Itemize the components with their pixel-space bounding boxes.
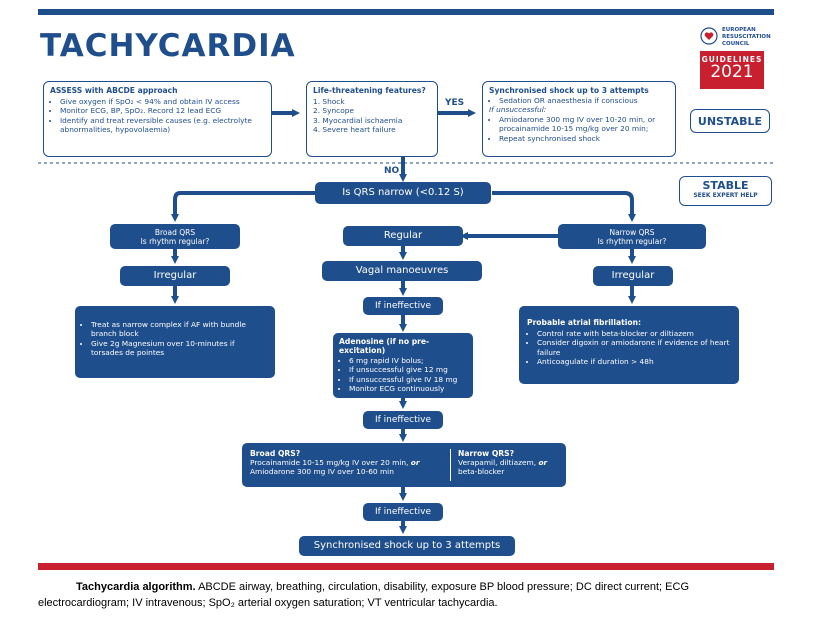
broad-qrs-line2: Is rhythm regular? [140,236,210,246]
adenosine-item: Monitor ECG continuously [349,384,467,393]
logo-org-line-2: RESUSCITATION [722,34,771,40]
final-narrow-heading: Narrow QRS? [458,449,515,458]
af-item: Consider digoxin or amiodarone if eviden… [537,338,731,357]
af-item: Control rate with beta-blocker or diltia… [537,329,731,338]
assess-box: ASSESS with ABCDE approach Give oxygen i… [43,81,272,157]
regular-box: Regular [343,226,463,246]
shock-item: Repeat synchronised shock [499,134,669,143]
if-ineffective-box: If ineffective [363,411,443,429]
stable-badge: STABLE SEEK EXPERT HELP [679,176,772,206]
top-bar [38,9,774,15]
vagal-box: Vagal manoeuvres [322,261,482,281]
shock-box: Synchronised shock up to 3 attempts Seda… [482,81,676,157]
heart-lungs-icon [700,27,718,45]
feature-item: 3. Myocardial ischaemia [313,115,403,125]
narrow-qrs-box: Narrow QRS Is rhythm regular? [558,224,706,249]
caption-text: ABCDE airway, breathing, circulation, di… [38,581,689,609]
final-broad-line1: Procainamide 10-15 mg/kg IV over 20 min, [250,458,409,467]
no-label: NO [384,166,400,176]
broad-qrs-box: Broad QRS Is rhythm regular? [110,224,240,249]
feature-item: 2. Syncope [313,106,354,116]
shock-heading: Synchronised shock up to 3 attempts [489,86,649,95]
shock-item: Amiodarone 300 mg IV over 10-20 min, or … [499,115,669,134]
logo-guidelines-badge: GUIDELINES 2021 [700,51,764,89]
logo-org-line-1: EUROPEAN [722,27,756,33]
caption-title: Tachycardia algorithm. [76,581,196,593]
final-broad-heading: Broad QRS? [250,449,301,458]
final-narrow-line2: beta-blocker [458,467,505,477]
qrs-narrow-box: Is QRS narrow (<0.12 S) [315,182,491,204]
page-title: TACHYCARDIA [40,28,296,64]
af-item: Anticoagulate if duration > 48h [537,357,731,366]
broad-qrs-line1: Broad QRS [154,227,196,237]
feature-item: 4. Severe heart failure [313,125,396,135]
caption: Tachycardia algorithm. ABCDE airway, bre… [38,580,778,612]
final-broad: Broad QRS? Procainamide 10-15 mg/kg IV o… [250,449,450,477]
life-threatening-box: Life-threatening features? 1. Shock 2. S… [306,81,438,157]
assess-item: Identify and treat reversible causes (e.… [60,116,265,135]
flow-arrows [38,109,776,534]
unstable-badge: UNSTABLE [690,109,770,133]
adenosine-heading: Adenosine (if no pre-excitation) [339,337,430,355]
final-narrow-or: or [538,458,548,467]
assess-item: Monitor ECG, BP, SpO₂. Record 12 lead EC… [60,106,265,115]
final-broad-line2: Amiodarone 300 mg IV over 10-60 min [250,467,394,477]
adenosine-box: Adenosine (if no pre-excitation) 6 mg ra… [333,333,473,398]
logo-year: 2021 [710,62,754,82]
final-divider [450,449,451,481]
life-threatening-heading: Life-threatening features? [313,86,426,95]
assess-item: Give oxygen if SpO₂ < 94% and obtain IV … [60,97,265,106]
irregular-left-box: Irregular [120,266,230,286]
irregular-right-box: Irregular [593,266,673,286]
adenosine-item: If unsuccessful give 12 mg [349,365,467,374]
bottom-bar [38,563,774,570]
broad-irregular-item: Give 2g Magnesium over 10-minutes if tor… [91,339,267,358]
final-shock-box: Synchronised shock up to 3 attempts [299,536,515,556]
logo-org-line-3: COUNCIL [722,41,750,47]
shock-item: Sedation OR anaesthesia if conscious [499,96,669,105]
if-ineffective-box: If ineffective [363,503,443,521]
broad-irregular-box: Treat as narrow complex if AF with bundl… [75,306,275,378]
final-narrow: Narrow QRS? Verapamil, diltiazem, or bet… [458,449,562,477]
logo-guidelines: GUIDELINES [701,55,763,64]
narrow-qrs-line1: Narrow QRS [609,227,655,237]
final-narrow-line1: Verapamil, diltiazem, [458,458,537,467]
if-ineffective-box: If ineffective [363,297,443,315]
unstable-label: UNSTABLE [697,114,763,128]
af-heading: Probable atrial fibrillation: [527,318,642,327]
final-treatment-box: Broad QRS? Procainamide 10-15 mg/kg IV o… [242,443,566,487]
feature-item: 1. Shock [313,97,345,106]
yes-label: YES [445,98,465,108]
stable-sub: SEEK EXPERT HELP [693,192,758,199]
narrow-qrs-line2: Is rhythm regular? [597,236,667,246]
stable-label: STABLE [702,179,749,192]
if-unsuccessful-label: If unsuccessful: [489,105,547,115]
assess-heading: ASSESS with ABCDE approach [50,86,178,95]
adenosine-item: If unsuccessful give IV 18 mg [349,375,467,384]
atrial-fibrillation-box: Probable atrial fibrillation: Control ra… [519,306,739,384]
broad-irregular-item: Treat as narrow complex if AF with bundl… [91,320,267,339]
erc-logo: EUROPEAN RESUSCITATION COUNCIL GUIDELINE… [700,27,776,101]
adenosine-item: 6 mg rapid IV bolus; [349,356,467,365]
final-broad-or: or [410,458,420,467]
